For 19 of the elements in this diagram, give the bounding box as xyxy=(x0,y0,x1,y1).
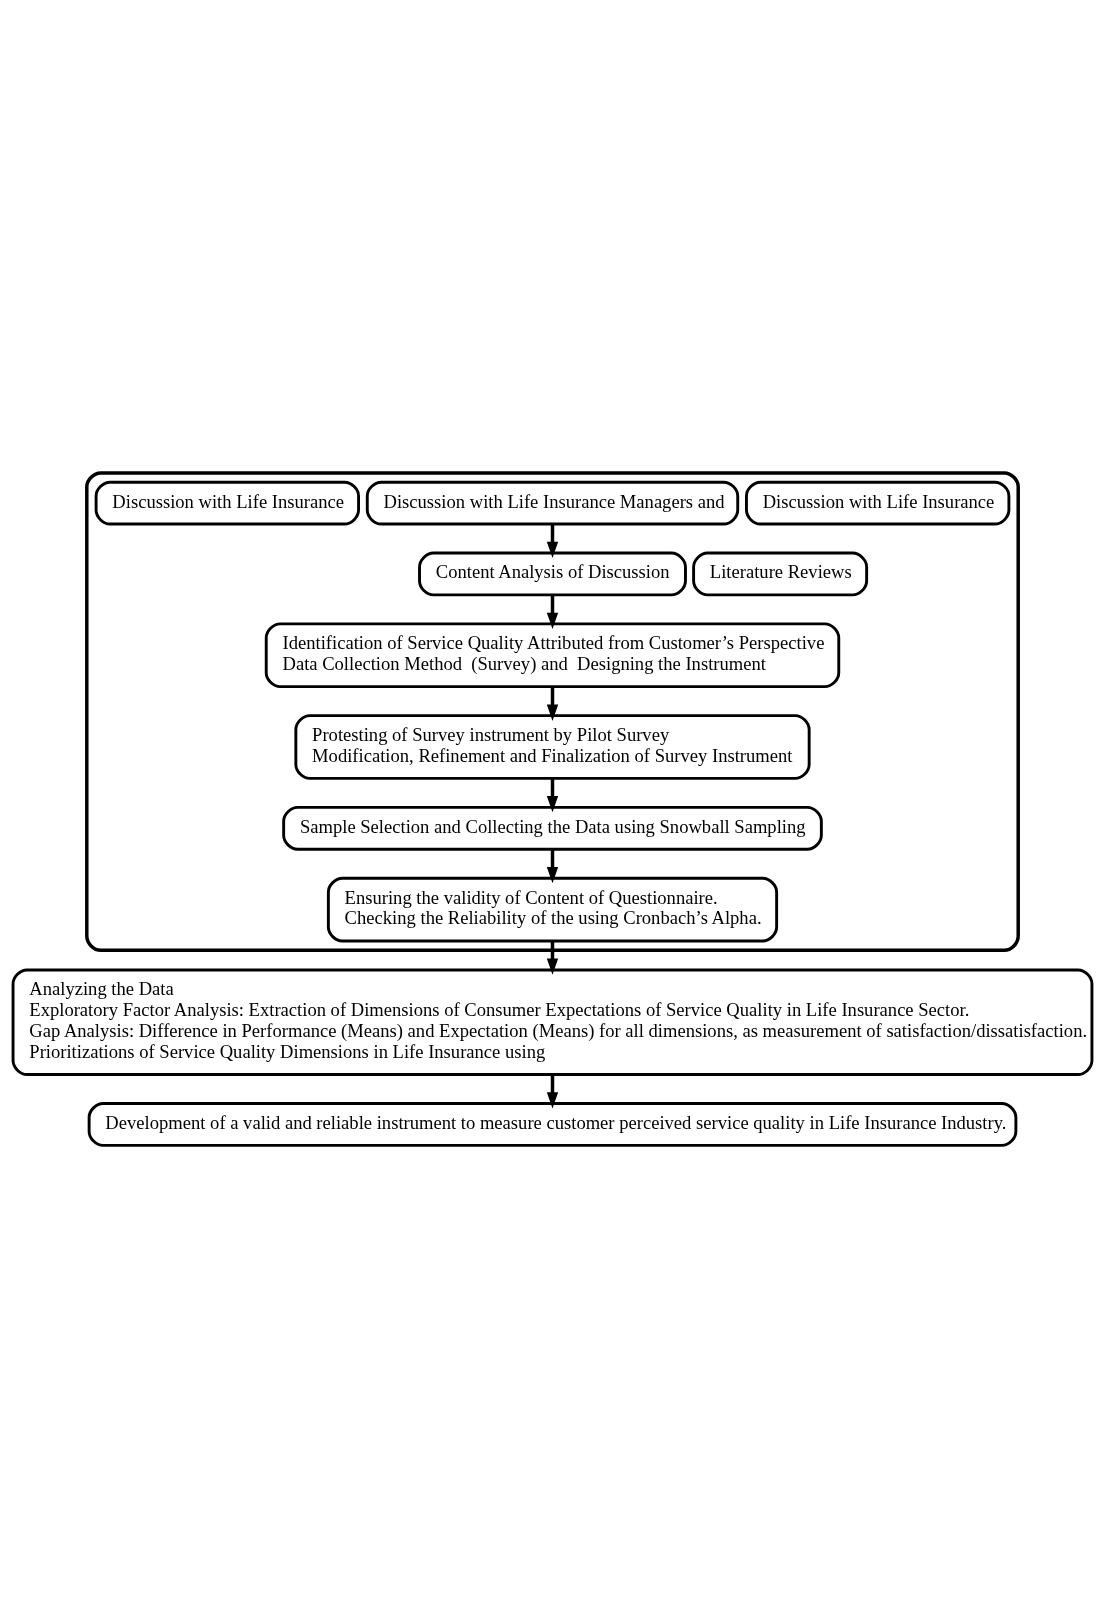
arrow xyxy=(546,778,559,812)
node-box: Ensuring the validity of Content of Questionnaire. Checking the Reliability of the using Cronbach’s Alpha. xyxy=(326,876,779,942)
cluster xyxy=(85,470,1020,952)
arrow xyxy=(546,848,559,883)
node-box: Analyzing the Data Exploratory Factor Analysis: Extraction of Dimensions of Consumer Expectations of Service Quality in Life Insurance Sector. Gap Analysis: Difference in Performance (Means) and Expectation (Means) for all dimensions, as measurement of satisfaction/dissatisfaction. Prioritizations of Service Quality Dimensions in Life Insurance using xyxy=(11,968,1094,1076)
arrow xyxy=(546,686,559,721)
node-box: Discussion with Life Insurance xyxy=(94,480,360,525)
node-box: Literature Reviews xyxy=(692,551,869,596)
node-box: Discussion with Life Insurance xyxy=(745,480,1011,525)
arrow xyxy=(546,1074,559,1108)
node-box: Sample Selection and Collecting the Data using Snowball Sampling xyxy=(282,805,823,851)
node-box: Protesting of Survey instrument by Pilot Survey Modification, Refinement and Finalization of Survey Instrument xyxy=(294,713,811,780)
arrow xyxy=(546,940,559,975)
arrow xyxy=(546,523,559,558)
node-box: Discussion with Life Insurance Managers and xyxy=(365,480,740,525)
node-box: Content Analysis of Discussion xyxy=(418,551,687,596)
node-box: Development of a valid and reliable instrument to measure customer perceived service quality in Life Insurance Industry. xyxy=(87,1101,1018,1147)
node-box: Identification of Service Quality Attributed from Customer’s Perspective Data Collection Method (Survey) and Designing the Instrument xyxy=(264,621,841,688)
arrow xyxy=(546,594,559,629)
